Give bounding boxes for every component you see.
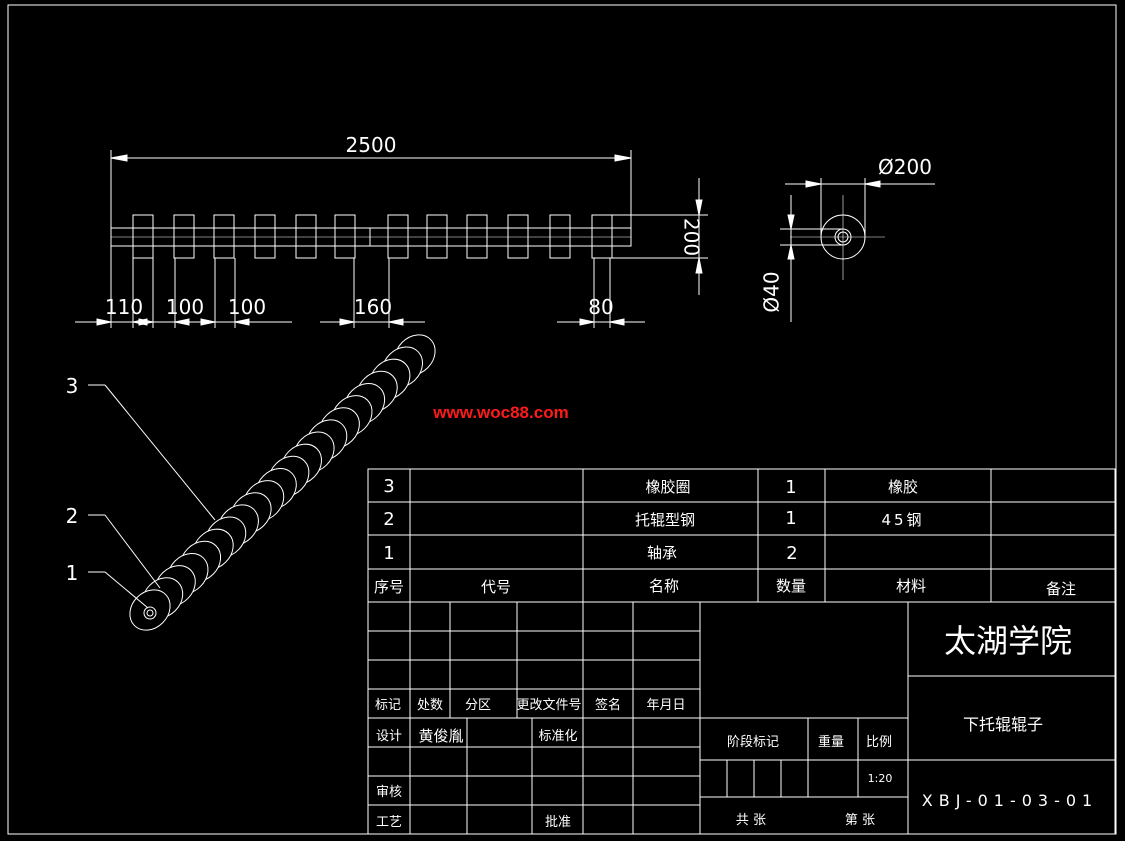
parts-row2-material: 45钢 <box>881 511 924 529</box>
parts-header-material: 材料 <box>896 577 926 595</box>
parts-header-name: 名称 <box>649 577 679 595</box>
tb-count: 处数 <box>417 698 443 713</box>
dim-110-label: 110 <box>105 295 143 319</box>
tb-school-name: 太湖学院 <box>944 622 1072 660</box>
balloon-2: 2 <box>66 504 79 528</box>
front-view <box>110 227 632 247</box>
rubber-ring-4 <box>254 214 276 259</box>
parts-row3-name: 橡胶圈 <box>645 478 690 496</box>
iso-shaft-end <box>143 606 157 620</box>
balloon-leaders <box>88 384 216 609</box>
dim-bottom-chain <box>75 246 645 328</box>
parts-row3-qty: 1 <box>785 477 796 498</box>
parts-list-grid <box>367 468 1116 603</box>
rubber-ring-7 <box>387 214 409 259</box>
tb-approve: 批准 <box>545 815 571 830</box>
rubber-ring-11 <box>549 214 571 259</box>
rubber-ring-8 <box>426 214 448 259</box>
rubber-ring-5 <box>295 214 317 259</box>
parts-row1-qty: 2 <box>786 543 797 564</box>
dim-2500-label: 2500 <box>346 133 397 157</box>
dim-shaft-diameter-label: Ø40 <box>760 271 784 312</box>
tb-review: 审核 <box>376 785 402 800</box>
tb-designer: 黄俊胤 <box>418 727 463 745</box>
dim-80-label: 80 <box>588 295 613 319</box>
tb-total-sheets: 共 张 <box>736 813 766 828</box>
tb-change-doc: 更改文件号 <box>516 698 581 713</box>
tb-process: 工艺 <box>376 815 402 830</box>
tb-scale: 1:20 <box>868 772 893 785</box>
dim-overall-length <box>110 150 632 230</box>
tb-drawing-name: 下托辊辊子 <box>963 715 1043 734</box>
rubber-ring-10 <box>507 214 529 259</box>
rubber-ring-12 <box>591 214 613 259</box>
tb-design: 设计 <box>376 729 402 744</box>
title-block-grid <box>367 601 1116 835</box>
rubber-ring-1 <box>132 214 154 259</box>
parts-row2-no: 2 <box>383 509 394 530</box>
parts-header-no: 序号 <box>374 578 404 596</box>
dim-200-label: 200 <box>680 218 704 256</box>
parts-row2-name: 托辊型钢 <box>635 511 695 529</box>
tb-drawing-number: XBJ-01-03-01 <box>922 791 1098 810</box>
tb-sheet-no: 第 张 <box>845 813 875 828</box>
roller-rings <box>132 214 613 259</box>
tb-zone: 分区 <box>465 698 491 713</box>
parts-row1-name: 轴承 <box>647 544 677 562</box>
parts-header-code: 代号 <box>481 578 511 596</box>
dim-100b-label: 100 <box>228 295 266 319</box>
tb-scale-label: 比例 <box>866 735 892 750</box>
dim-100a-label: 100 <box>166 295 204 319</box>
side-view <box>780 178 935 322</box>
watermark-text: www.woc88.com <box>432 403 568 422</box>
dim-160-label: 160 <box>354 295 392 319</box>
tb-sign: 签名 <box>595 697 621 713</box>
dim-outer-diameter-label: Ø200 <box>878 155 932 179</box>
tb-mark: 标记 <box>375 698 401 713</box>
isometric-view <box>129 334 436 631</box>
parts-row2-qty: 1 <box>785 508 796 529</box>
rubber-ring-6 <box>334 214 356 259</box>
parts-row3-no: 3 <box>383 476 394 497</box>
balloon-1: 1 <box>66 561 79 585</box>
iso-bearing-bore <box>146 609 154 617</box>
tb-standard: 标准化 <box>538 729 577 744</box>
tb-stage-mark: 阶段标记 <box>727 735 779 750</box>
tb-date: 年月日 <box>646 698 685 713</box>
tb-weight: 重量 <box>818 734 844 750</box>
rubber-ring-2 <box>173 214 195 259</box>
parts-row1-no: 1 <box>383 543 394 564</box>
parts-row3-material: 橡胶 <box>888 478 918 496</box>
rubber-ring-3 <box>213 214 235 259</box>
parts-header-qty: 数量 <box>776 577 806 595</box>
dim-roller-height <box>610 178 708 295</box>
balloon-3: 3 <box>66 374 79 398</box>
rubber-ring-9 <box>466 214 488 259</box>
parts-header-note: 备注 <box>1046 580 1076 598</box>
